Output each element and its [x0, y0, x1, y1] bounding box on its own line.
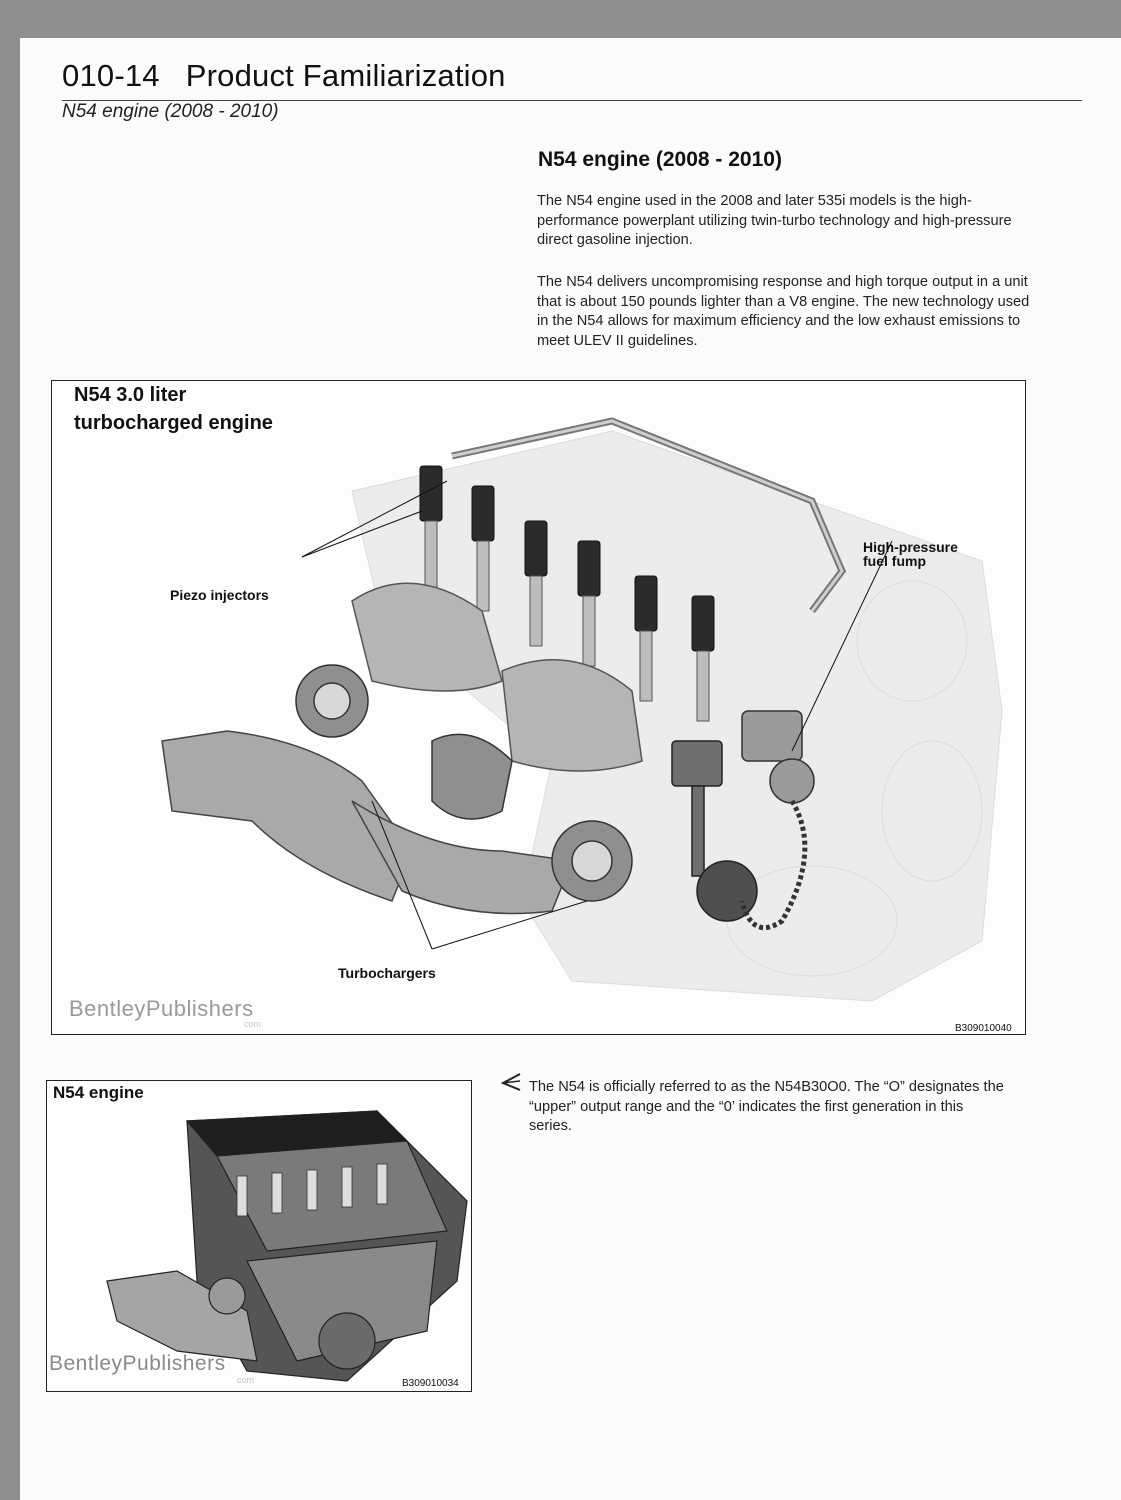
- callout-turbochargers: Turbochargers: [338, 965, 436, 981]
- page-number: 010-14: [62, 58, 160, 93]
- page-subtitle: N54 engine (2008 - 2010): [62, 101, 279, 122]
- callout-fuel-pump-line-1: High-pressure: [863, 539, 958, 555]
- figure-id: B309010040: [955, 1023, 1012, 1034]
- watermark-sub: com: [237, 1375, 255, 1385]
- callout-piezo-injectors: Piezo injectors: [170, 587, 269, 603]
- body-paragraph-1: The N54 engine used in the 2008 and late…: [537, 193, 1012, 248]
- figure-title: N54 engine: [53, 1083, 144, 1102]
- watermark-sub: com: [244, 1019, 262, 1029]
- page-header: 010-14 Product Familiarization: [62, 58, 506, 94]
- watermark: BentleyPublishers: [49, 1352, 226, 1375]
- figure-engine-cutaway: N54 3.0 liter turbocharged engine Piezo …: [51, 380, 1026, 1035]
- figure-title-line-1: N54 3.0 liter: [74, 384, 187, 406]
- figure-title-line-2: turbocharged engine: [74, 412, 273, 434]
- callout-fuel-pump-line-2: fuel fump: [863, 553, 926, 569]
- figure-id: B309010034: [402, 1378, 459, 1389]
- engine-illustration: [161, 417, 1003, 1002]
- chapter-title: Product Familiarization: [185, 58, 506, 93]
- figure-title: N54 3.0 liter turbocharged engine: [74, 381, 273, 437]
- pointer-arrow-icon: [500, 1073, 521, 1091]
- figure-engine-view: N54 engine BentleyPublishers com B309010…: [46, 1080, 472, 1392]
- watermark: BentleyPublishers: [69, 996, 254, 1021]
- body-paragraph-2: The N54 delivers uncompromising response…: [537, 274, 1030, 349]
- figure-note: The N54 is officially referred to as the…: [529, 1079, 1004, 1134]
- section-title: N54 engine (2008 - 2010): [538, 148, 782, 171]
- callout-fuel-pump: High-pressure fuel fump: [863, 540, 958, 568]
- header-rule: [62, 100, 1082, 101]
- engine-view-illustration: [106, 1110, 468, 1382]
